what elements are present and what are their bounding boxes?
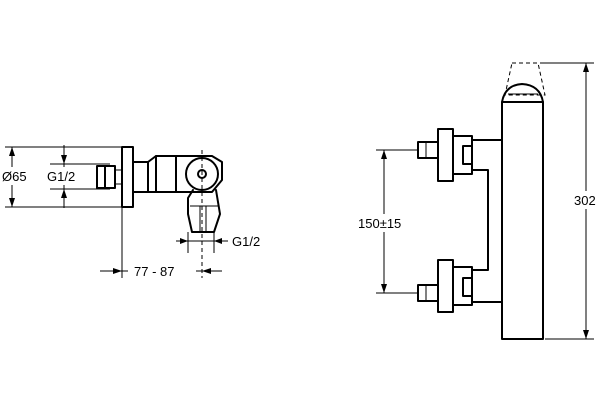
wall-distance-label: 77 - 87 [134, 264, 174, 279]
side-view: Ø65 G1/2 [0, 145, 260, 279]
diameter-label: Ø65 [2, 169, 27, 184]
inlet-connector [96, 165, 122, 189]
inlet-thread-label: G1/2 [47, 169, 75, 184]
back-plate [471, 139, 503, 303]
top-handle-outline [504, 62, 546, 96]
outlet-thread-label: G1/2 [232, 234, 260, 249]
total-height-dimension: 302 [540, 62, 600, 340]
body-neck [132, 155, 177, 193]
front-view: 150±15 302 [356, 62, 600, 340]
mixer-body [175, 155, 223, 193]
outlet-thread-dimension: G1/2 [176, 232, 260, 253]
outlet-spout [187, 189, 221, 233]
lower-inlet [417, 259, 473, 313]
upper-inlet [417, 128, 473, 182]
inlet-thread-dimension: G1/2 [44, 145, 110, 208]
inlet-spacing-label: 150±15 [358, 216, 401, 231]
thermostat-body [501, 101, 544, 340]
diameter-dimension: Ø65 [0, 146, 122, 208]
wall-distance-dimension: 77 - 87 [100, 150, 222, 279]
cartridge-cap [501, 83, 544, 103]
total-height-label: 302 [574, 193, 596, 208]
inlet-spacing-dimension: 150±15 [356, 149, 418, 294]
wall-flange [121, 146, 134, 208]
